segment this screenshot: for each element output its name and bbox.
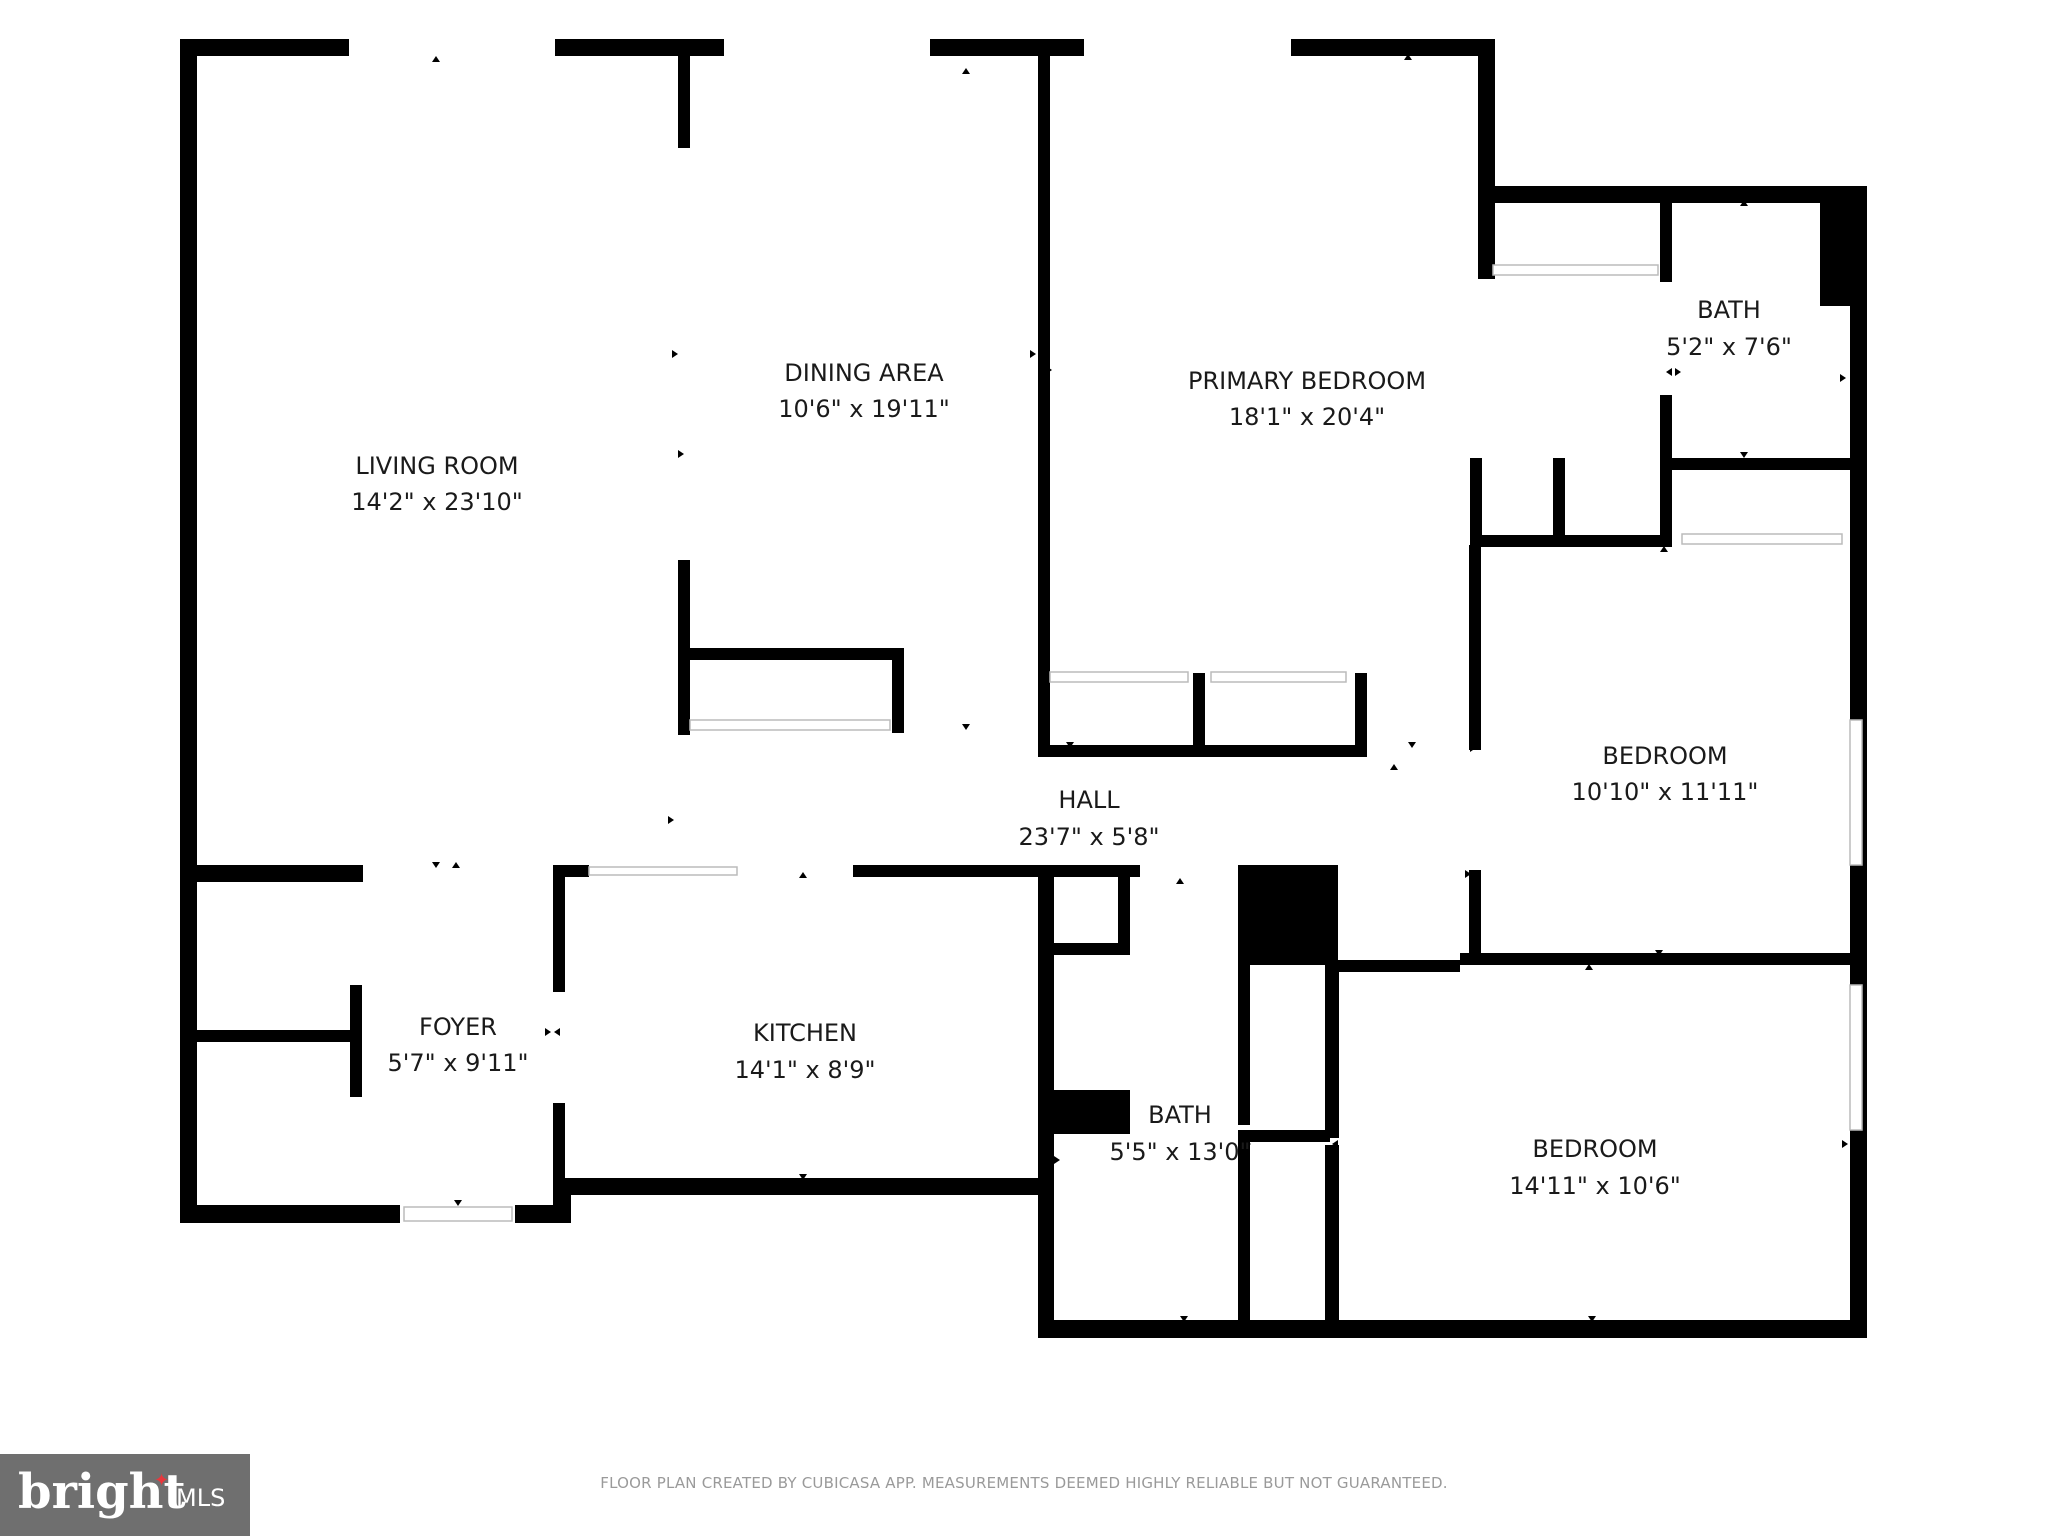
- room-dims-bath2: 5'5" x 13'0": [1109, 1138, 1250, 1166]
- wall: [1250, 1130, 1330, 1142]
- logo-brand: bright: [18, 1464, 186, 1520]
- wall: [853, 865, 1053, 877]
- wall: [1660, 200, 1672, 282]
- wall: [1050, 943, 1130, 955]
- window: [1849, 984, 1863, 1131]
- wall: [1478, 39, 1495, 279]
- wall: [678, 56, 690, 148]
- wall: [1038, 865, 1054, 1338]
- wall: [1193, 673, 1205, 757]
- room-name-bath2: BATH: [1148, 1101, 1212, 1129]
- room-dims-living: 14'2" x 23'10": [351, 488, 523, 516]
- room-dims-bedroom1: 10'10" x 11'11": [1572, 778, 1759, 806]
- room-name-bath1: BATH: [1697, 296, 1761, 324]
- room-name-dining: DINING AREA: [784, 359, 944, 387]
- wall: [350, 985, 362, 1097]
- room-name-foyer: FOYER: [419, 1013, 497, 1041]
- wall: [1355, 673, 1367, 757]
- room-dims-foyer: 5'7" x 9'11": [387, 1049, 528, 1077]
- wall: [678, 560, 690, 735]
- wall: [1050, 1090, 1130, 1134]
- wall: [1660, 395, 1672, 545]
- wall: [1469, 545, 1481, 750]
- wall: [1038, 1320, 1867, 1338]
- room-name-hall: HALL: [1058, 786, 1120, 814]
- wall: [553, 1178, 1050, 1195]
- wall: [1330, 960, 1460, 972]
- room-dims-dining: 10'6" x 19'11": [778, 395, 950, 423]
- window: [1210, 671, 1347, 683]
- wall: [930, 39, 1084, 56]
- room-dims-bath1: 5'2" x 7'6": [1666, 333, 1792, 361]
- room-dims-hall: 23'7" x 5'8": [1018, 823, 1159, 851]
- wall: [1820, 186, 1850, 306]
- dimension-markers: [191, 54, 1848, 1322]
- window: [1049, 671, 1189, 683]
- logo-spark-icon: ✦: [154, 1470, 170, 1491]
- wall: [553, 865, 565, 992]
- wall: [197, 1030, 355, 1042]
- window: [689, 719, 891, 731]
- wall: [1325, 1145, 1339, 1338]
- wall: [1291, 39, 1495, 56]
- wall: [180, 1205, 400, 1223]
- wall: [1118, 865, 1130, 955]
- wall: [1238, 965, 1250, 1125]
- window: [403, 1206, 513, 1222]
- window: [1492, 264, 1659, 276]
- wall: [1325, 960, 1339, 1138]
- wall: [180, 39, 197, 1223]
- wall: [553, 865, 589, 877]
- bright-mls-logo: bright ✦ MLS: [0, 1454, 250, 1536]
- wall: [1470, 535, 1672, 547]
- wall: [180, 865, 363, 882]
- wall: [555, 39, 724, 56]
- wall: [1478, 186, 1867, 203]
- wall: [1469, 870, 1481, 965]
- wall: [1672, 458, 1850, 470]
- room-name-living: LIVING ROOM: [355, 452, 518, 480]
- wall: [690, 648, 904, 660]
- room-labels: LIVING ROOM 14'2" x 23'10" DINING AREA 1…: [351, 296, 1792, 1200]
- room-name-primary: PRIMARY BEDROOM: [1188, 367, 1426, 395]
- room-dims-kitchen: 14'1" x 8'9": [734, 1056, 875, 1084]
- wall: [892, 648, 904, 733]
- room-dims-primary: 18'1" x 20'4": [1229, 403, 1385, 431]
- room-dims-bedroom2: 14'11" x 10'6": [1509, 1172, 1681, 1200]
- window: [1681, 533, 1843, 545]
- wall: [1470, 458, 1482, 540]
- room-name-kitchen: KITCHEN: [753, 1019, 857, 1047]
- wall: [1460, 953, 1860, 965]
- room-name-bedroom2: BEDROOM: [1532, 1135, 1657, 1163]
- logo-suffix: MLS: [176, 1484, 226, 1512]
- wall: [553, 1103, 565, 1193]
- windows: [403, 264, 1863, 1222]
- wall: [1238, 1130, 1250, 1338]
- wall: [1038, 56, 1050, 756]
- wall: [1553, 458, 1565, 540]
- window: [588, 866, 738, 876]
- wall: [180, 39, 349, 56]
- window: [1849, 719, 1863, 866]
- room-name-bedroom1: BEDROOM: [1602, 742, 1727, 770]
- disclaimer-text: FLOOR PLAN CREATED BY CUBICASA APP. MEAS…: [600, 1474, 1448, 1492]
- wall: [1050, 865, 1140, 877]
- wall: [1238, 865, 1338, 965]
